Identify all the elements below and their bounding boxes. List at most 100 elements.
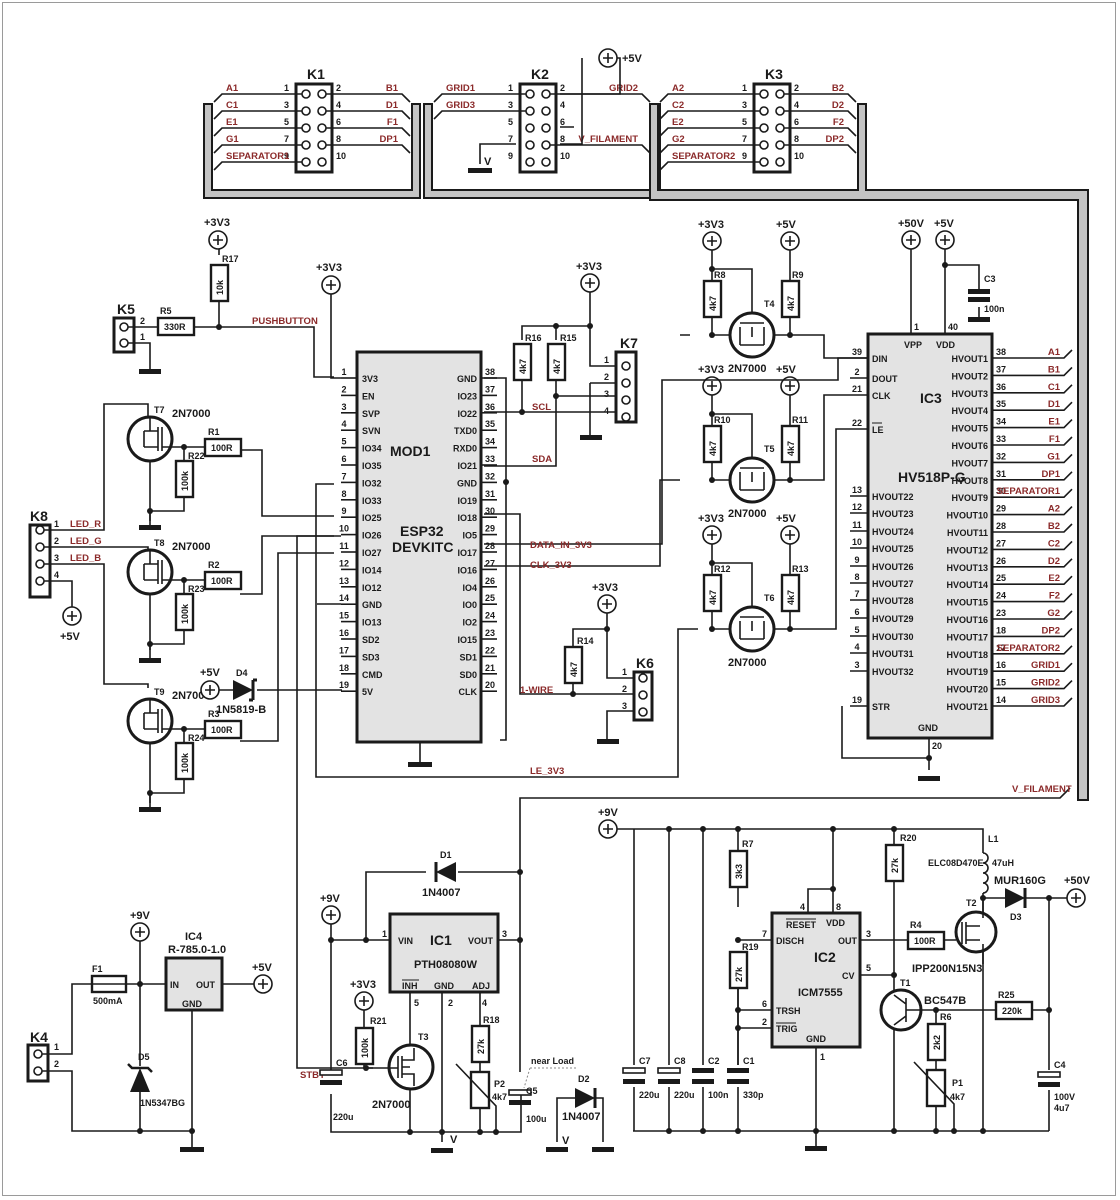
- c1-plate: [727, 1068, 749, 1073]
- pin-name: SVN: [362, 426, 381, 436]
- onewire-circuit: +3V3 4k7 R14 K6 123: [563, 582, 654, 744]
- net-label: B2: [1048, 521, 1060, 532]
- pin-number: 36: [485, 402, 495, 412]
- pin-number: 28: [996, 521, 1006, 531]
- pin-name: HVOUT31: [872, 649, 914, 659]
- r19-value: 27k: [734, 966, 744, 982]
- pin-number: 5: [508, 117, 513, 127]
- d3-part: MUR160G: [994, 875, 1046, 887]
- wire-9v-rail: [617, 828, 984, 853]
- wire-stby: [296, 535, 373, 1069]
- wire: [784, 144, 857, 154]
- transistor-part: 2N7000: [172, 541, 211, 553]
- r18-ref: R18: [483, 1015, 500, 1025]
- pin-number: 24: [996, 591, 1006, 601]
- net-label: C2: [672, 100, 684, 111]
- wire-led-r: [44, 403, 149, 531]
- resistor-value: 4k7: [708, 590, 718, 605]
- p2-ref: P2: [494, 1079, 505, 1089]
- c5-plate: [509, 1100, 531, 1105]
- ic2-body: [770, 911, 862, 1049]
- r23: [174, 592, 195, 632]
- pin-name: HVOUT20: [946, 685, 988, 695]
- junction: [553, 323, 559, 329]
- transistor-part: 2N7000: [728, 508, 767, 520]
- pin-name: HVOUT8: [951, 476, 988, 486]
- connector-pin: [621, 361, 631, 371]
- mod1-name: ESP32: [400, 523, 444, 539]
- net-scl: SCL: [532, 402, 551, 413]
- pin-number: 6: [336, 117, 341, 127]
- supply-label: +5V: [252, 962, 273, 974]
- pin-number: 10: [852, 537, 862, 547]
- pin-number: 10: [336, 151, 346, 161]
- wire: [992, 349, 1073, 359]
- junction: [407, 1129, 413, 1135]
- k5-pin: [119, 322, 129, 332]
- wire: [433, 93, 526, 103]
- header-pin: [525, 123, 535, 133]
- wire-data-in: [484, 357, 868, 545]
- pin-name: HVOUT10: [946, 511, 988, 521]
- pin-name: HVOUT12: [946, 545, 988, 555]
- wire: [213, 144, 302, 154]
- wire: [433, 110, 526, 120]
- plus-glyph: [359, 996, 369, 1006]
- harness-bus: [203, 103, 1089, 801]
- pin-number: 3: [54, 553, 59, 563]
- pin-name: HVOUT14: [946, 580, 988, 590]
- supply-label: +5V: [60, 631, 81, 643]
- junction: [926, 755, 932, 761]
- pin-number: 30: [485, 506, 495, 516]
- pin-number: 9: [284, 151, 289, 161]
- wire: [807, 829, 834, 913]
- pin-name: HVOUT1: [951, 354, 988, 364]
- mod1-ref: MOD1: [390, 443, 431, 459]
- net-label: E1: [1048, 417, 1060, 428]
- d1-part: 1N4007: [422, 887, 461, 899]
- pin-name: VDD: [936, 340, 956, 350]
- ic4-part: R-785.0-1.0: [168, 944, 226, 956]
- wire: [737, 939, 772, 1065]
- pin-number: 20: [932, 741, 942, 751]
- pin-name: CV: [842, 971, 855, 981]
- plus-glyph: [205, 685, 215, 695]
- wire: [992, 593, 1073, 603]
- pin-number: 27: [485, 558, 495, 568]
- k5-ref: K5: [117, 301, 135, 317]
- d4-part: 1N5819-B: [216, 704, 266, 716]
- pin-name: HVOUT16: [946, 615, 988, 625]
- ground-icon: [918, 776, 940, 781]
- signal-routing: DATA_IN_3V3 CLK_3V3 1-WIRE LE_3V3 STBY V…: [296, 357, 1072, 1081]
- supply-label: +50V: [1064, 875, 1091, 887]
- mosfet-glyph: [739, 467, 765, 491]
- d2-part: 1N4007: [562, 1111, 601, 1123]
- junction: [700, 826, 706, 832]
- wire: [860, 939, 956, 976]
- pin-number: 7: [742, 134, 747, 144]
- header-pin: [525, 157, 535, 167]
- resistor-ref: R22: [188, 451, 205, 461]
- pin-number: 4: [560, 100, 565, 110]
- supply-label: +5V: [934, 218, 955, 230]
- capacitor-value: 220u: [674, 1090, 695, 1100]
- junction: [189, 1128, 195, 1134]
- diode-d3-icon: [1005, 888, 1025, 908]
- k4-pin: [33, 1049, 43, 1059]
- ic1-regulator: IC1 PTH08080W VIN VOUT INH GND ADJ 1 3 5…: [319, 850, 578, 1153]
- resistor-value: 100k: [180, 470, 190, 491]
- junction: [709, 560, 715, 566]
- c7-plate: [622, 1067, 646, 1074]
- pin-number: 39: [852, 347, 862, 357]
- net-vfilament: V_FILAMENT: [1012, 784, 1072, 795]
- plus-glyph: [707, 381, 717, 391]
- bus-k1: [203, 103, 421, 199]
- pin-number: 34: [996, 417, 1006, 427]
- r8: [702, 279, 723, 319]
- pin-number: 30: [996, 486, 1006, 496]
- wire: [484, 380, 620, 435]
- supply-label: +9V: [598, 807, 619, 819]
- ground-icon: [139, 658, 161, 663]
- r14-ref: R14: [577, 636, 594, 646]
